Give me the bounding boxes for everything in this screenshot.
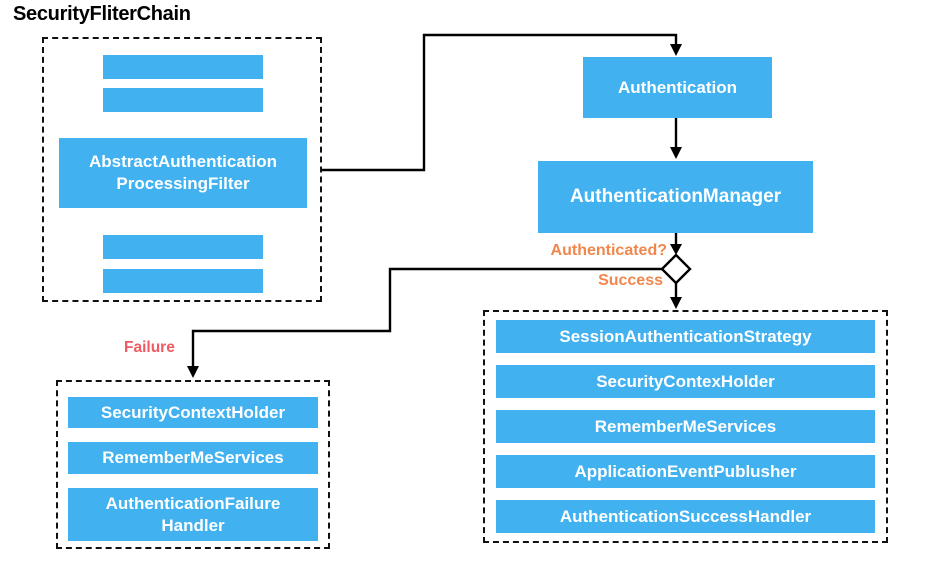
session-authentication-strategy-box: SessionAuthenticationStrategy xyxy=(496,320,875,353)
diagram-title: SecurityFliterChain xyxy=(13,3,191,25)
authentication-success-handler-box: AuthenticationSuccessHandler xyxy=(496,500,875,533)
filter-placeholder-bar xyxy=(103,88,263,112)
arrowhead-manager xyxy=(670,147,682,159)
security-contex-holder-box: SecurityContexHolder xyxy=(496,365,875,398)
authentication-box: Authentication xyxy=(583,57,772,118)
arrowhead-decision xyxy=(670,244,682,255)
security-context-holder-box: SecurityContextHolder xyxy=(68,397,318,428)
remember-me-services-box: RememberMeServices xyxy=(496,410,875,443)
filter-placeholder-bar xyxy=(103,55,263,79)
authentication-manager-box: AuthenticationManager xyxy=(538,161,813,233)
remember-me-services-failure-box: RememberMeServices xyxy=(68,442,318,474)
authentication-failure-handler-box: AuthenticationFailure Handler xyxy=(68,488,318,541)
arrowhead-authentication xyxy=(670,44,682,56)
failure-branch-label: Failure xyxy=(124,339,175,356)
arrowhead-success-panel xyxy=(670,297,682,309)
filter-placeholder-bar xyxy=(103,269,263,293)
filter-placeholder-bar xyxy=(103,235,263,259)
application-event-publisher-box: ApplicationEventPublusher xyxy=(496,455,875,488)
success-handlers-panel: SessionAuthenticationStrategy SecurityCo… xyxy=(483,310,888,543)
success-branch-label: Success xyxy=(598,272,663,289)
failure-handlers-panel: SecurityContextHolder RememberMeServices… xyxy=(56,380,330,549)
abstract-authentication-processing-filter-box: AbstractAuthentication ProcessingFilter xyxy=(59,138,307,208)
security-filter-chain-panel: AbstractAuthentication ProcessingFilter xyxy=(42,37,322,302)
arrowhead-failure-panel xyxy=(187,366,199,378)
authenticated-decision-label: Authenticated? xyxy=(550,242,667,259)
